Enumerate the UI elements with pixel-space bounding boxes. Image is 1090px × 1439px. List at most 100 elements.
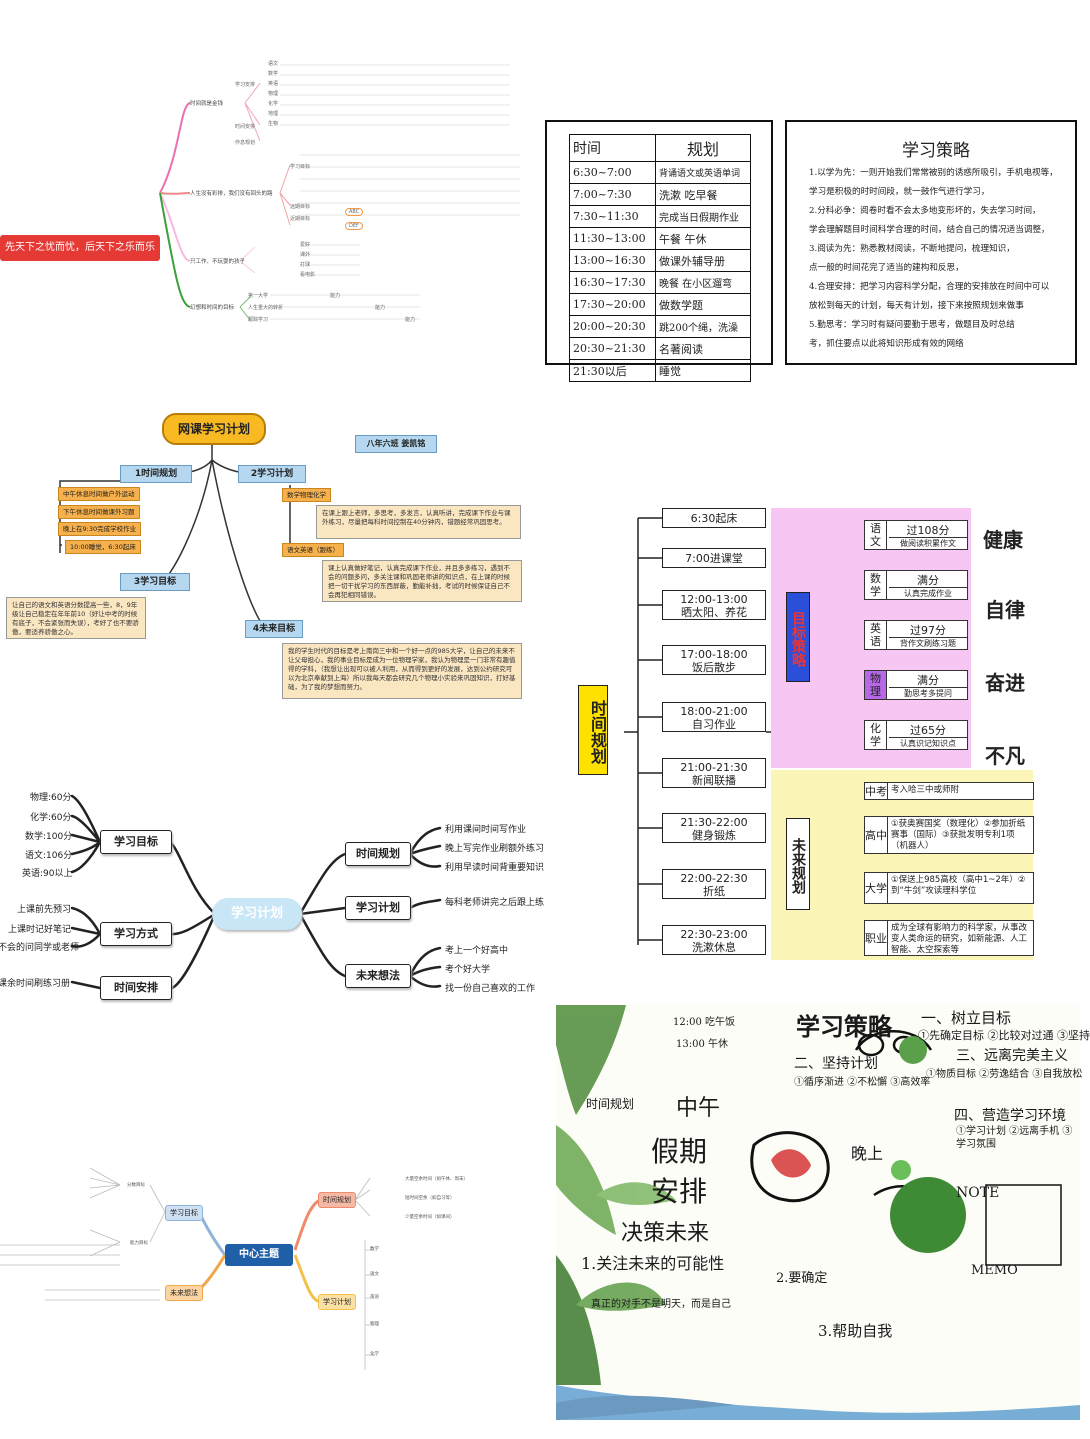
poster-line: 二、坚持计划 bbox=[794, 1056, 878, 1072]
mindmap-panel-1: 先天下之忧而忧，后天下之乐而乐 时间就是金钱 人生没有彩排，我们没有回头的路 只… bbox=[0, 55, 530, 345]
poster-line: 13:00 午休 bbox=[676, 1039, 728, 1050]
mindmap-1-leaf: 能力 bbox=[330, 293, 341, 299]
mindmap-1-leaf: 打球 bbox=[300, 262, 311, 268]
center-theme-lines bbox=[0, 1167, 375, 1370]
mindmap-1-subject: 语文 bbox=[268, 61, 279, 67]
online-plan-item: 中午休息时间做户外运动 bbox=[58, 487, 140, 501]
study-plan-leaf: 考个好大学 bbox=[445, 965, 491, 975]
mindmap-1-subject: 生物 bbox=[268, 121, 279, 127]
study-plan-center: 学习计划 bbox=[212, 898, 302, 930]
poster-line: 三、远离完美主义 bbox=[956, 1048, 1068, 1064]
study-plan-leaf: 上课前先预习 bbox=[17, 905, 72, 915]
study-plan-leaf: 利用早读时间背重要知识 bbox=[445, 863, 545, 873]
future-item: 职业成为全球有影响力的科学家，从事改变人类命运的研究，如新能源、人工智能、太空探… bbox=[864, 920, 1034, 956]
mindmap-1-subject: 地理 bbox=[268, 111, 279, 117]
poster-line: 时间规划 bbox=[586, 1097, 635, 1111]
mindmap-1-leaf: 看电影 bbox=[300, 272, 316, 278]
study-plan-leaf: 物理:60分 bbox=[30, 793, 72, 803]
online-plan-panel: 网课学习计划 八年六班 姜凯铭 1时间规划 中午休息时间做户外运动 下午休息时间… bbox=[0, 405, 545, 705]
poster-line: NOTE bbox=[956, 1185, 1000, 1201]
mindmap-1-sub: 远期目标 bbox=[290, 204, 311, 210]
mindmap-1-sub: 时间安排 bbox=[235, 124, 256, 130]
mindmap-1-root: 先天下之忧而忧，后天下之乐而乐 bbox=[0, 235, 160, 261]
goal-subject: 化学过65分认真识记知识点 bbox=[864, 720, 968, 750]
poster-line: ①循序渐进 ②不松懈 ③高效率 bbox=[794, 1077, 931, 1088]
mindmap-1-sub: 作息规划 bbox=[235, 140, 256, 146]
future-item: 中考考入哈三中或师附 bbox=[864, 782, 1034, 800]
schedule-header-time: 时间 bbox=[569, 134, 656, 162]
poster-line: 假期 bbox=[651, 1135, 708, 1168]
poster-line: ①学习计划 ②远离手机 ③学习氛围 bbox=[956, 1126, 1073, 1150]
center-theme-leaf: 分数目标 bbox=[127, 1183, 145, 1188]
poster-line: 决策未来 bbox=[621, 1221, 710, 1246]
study-plan-leaf: 数学:100分 bbox=[25, 832, 73, 842]
center-theme-leaf: 化学 bbox=[370, 1352, 379, 1357]
poster-line: 中午 bbox=[676, 1096, 721, 1121]
study-plan-node: 学习目标 bbox=[100, 830, 172, 854]
mindmap-1-sub: 学习目标 bbox=[290, 164, 311, 170]
strategy-text: 1.以学为先：一则开始我们常常被别的诱惑所吸引，手机电视等， 学习是积极的时时间… bbox=[809, 168, 1058, 349]
center-theme-branch: 未来想法 bbox=[165, 1285, 203, 1301]
mindmap-1-leaf: 跟踪学习 bbox=[248, 317, 269, 323]
time-box: 7:00进课堂 bbox=[662, 548, 766, 568]
online-plan-text: 在课上跟上老师，多思考，多发言，认真听讲，完成课下作业与课外练习，尽量把每科时间… bbox=[316, 505, 521, 539]
motto: 自律 bbox=[985, 598, 1025, 622]
center-theme-leaf: 少量空余时间（如课间） bbox=[405, 1215, 455, 1220]
online-plan-sub: 语文英语（跟练） bbox=[282, 543, 344, 557]
mindmap-1-leaf: 课外 bbox=[300, 252, 311, 258]
center-theme-leaf: 数学 bbox=[370, 1247, 379, 1252]
mindmap-1-branch: 人生没有彩排，我们没有回头的路 bbox=[190, 191, 273, 197]
center-theme-leaf: 语文 bbox=[370, 1272, 379, 1277]
goal-subject: 英语过97分背作文刷练习题 bbox=[864, 620, 968, 650]
goal-title: 目标策略 bbox=[786, 592, 810, 682]
study-plan-leaf: 上课时记好笔记 bbox=[8, 925, 72, 935]
study-plan-node: 时间安排 bbox=[100, 976, 172, 1000]
study-plan-leaf: 不会的问同学或老师 bbox=[0, 943, 80, 953]
poster-line: 3.帮助自我 bbox=[818, 1322, 893, 1340]
mindmap-1-subject: 化学 bbox=[268, 101, 279, 107]
study-plan-leaf: 利用课间时间写作业 bbox=[445, 825, 527, 835]
time-plan-title: 时间规划 bbox=[578, 685, 608, 775]
mindmap-1-subject: 数学 bbox=[268, 71, 279, 77]
study-plan-node: 学习计划 bbox=[345, 896, 411, 920]
study-plan-panel: 学习计划 学习目标 学习方式 时间安排 时间规划 学习计划 未来想法 物理:60… bbox=[0, 780, 545, 1010]
poster-panel: 学习策略 一、树立目标 ①先确定目标 ②比较对过通 ③坚持 二、坚持计划 ①循序… bbox=[556, 1005, 1090, 1420]
study-plan-node: 未来想法 bbox=[345, 964, 411, 988]
table-row: 21:30以后睡觉 bbox=[569, 359, 752, 382]
poster-line: 晚上 bbox=[851, 1144, 884, 1163]
mindmap-1-branch: 只工作、不玩耍的孩子 bbox=[190, 259, 246, 265]
center-theme-branch: 学习计划 bbox=[318, 1294, 356, 1310]
mindmap-1-leaf: 人生重大的转折 bbox=[248, 305, 284, 311]
goal-subject: 物理满分勤思考多提问 bbox=[864, 670, 968, 700]
poster-line: 2.要确定 bbox=[776, 1271, 828, 1286]
study-plan-leaf: 英语:90以上 bbox=[22, 869, 73, 879]
online-plan-text: 课上认真做好笔记，认真完成课下作业，并且多多练习，遇到不会的问题多问，多关注课和… bbox=[322, 560, 522, 602]
center-theme-leaf: 大量空余时间（如午休、周末） bbox=[405, 1177, 468, 1182]
online-plan-author: 八年六班 姜凯铭 bbox=[355, 435, 437, 453]
poster-line: 安排 bbox=[651, 1175, 708, 1208]
online-plan-item: 下午休息时间做课外习题 bbox=[58, 505, 140, 519]
online-plan-sub: 数学物理化学 bbox=[282, 488, 331, 502]
online-plan-sec3: 3学习目标 bbox=[120, 573, 190, 591]
motto: 奋进 bbox=[985, 671, 1025, 695]
mindmap-1-sub: 近期目标 bbox=[290, 216, 311, 222]
study-plan-leaf: 课余时间刷练习册 bbox=[0, 979, 71, 989]
poster-title: 学习策略 bbox=[796, 1012, 892, 1041]
study-plan-node: 时间规划 bbox=[345, 842, 411, 866]
